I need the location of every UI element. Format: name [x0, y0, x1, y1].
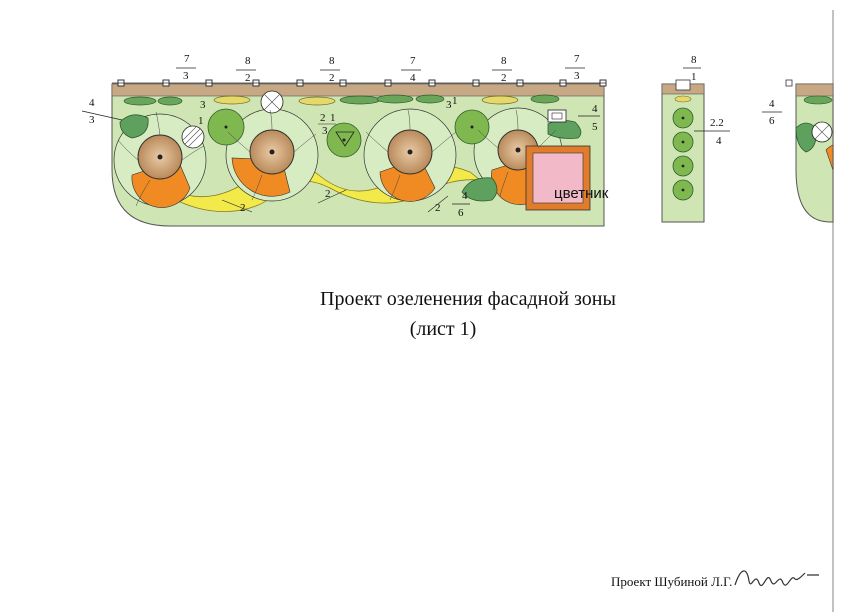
- label-4s: 4: [462, 190, 468, 202]
- label-1m: 1: [330, 112, 336, 124]
- tree-3: [363, 108, 457, 202]
- label-22: 2.2: [710, 117, 724, 129]
- label-2n: 2: [320, 112, 326, 124]
- plan-labels: 7 3 8 2 8 2 7 4 8 2 7 3 4 3 3 1 2 1 3 3 …: [81, 53, 782, 219]
- label-8d: 8: [691, 54, 697, 66]
- label-7c: 7: [574, 53, 580, 65]
- label-6s: 6: [458, 207, 464, 219]
- narrow-bed: [661, 79, 705, 223]
- label-3m: 3: [322, 125, 328, 137]
- label-2a: 2: [245, 72, 251, 84]
- label-6e: 6: [769, 115, 775, 127]
- label-3c: 3: [574, 70, 580, 82]
- label-5r: 5: [592, 121, 598, 133]
- label-4e: 4: [769, 98, 775, 110]
- label-7a: 7: [184, 53, 190, 65]
- signature: [734, 570, 819, 586]
- label-8a: 8: [245, 55, 251, 67]
- label-path-2: 2: [325, 188, 331, 200]
- label-4r: 4: [592, 103, 598, 115]
- flowerbed-label: цветник: [554, 185, 609, 202]
- label-1k: 1: [452, 95, 458, 107]
- label-3n: 3: [200, 99, 206, 111]
- label-7b: 7: [410, 55, 416, 67]
- label-8c: 8: [501, 55, 507, 67]
- main-bed: [111, 79, 607, 227]
- label-1d: 1: [691, 71, 697, 83]
- label-3left: 3: [89, 114, 95, 126]
- page-subtitle: (лист 1): [409, 318, 477, 340]
- label-8b: 8: [329, 55, 335, 67]
- label-4left: 4: [89, 97, 95, 109]
- label-3k: 3: [446, 99, 452, 111]
- flowerbed: [525, 145, 591, 211]
- right-bed-partial: [785, 79, 834, 223]
- page-title: Проект озеленения фасадной зоны: [320, 288, 616, 310]
- label-3a: 3: [183, 70, 189, 82]
- label-1n: 1: [198, 115, 204, 127]
- label-4b: 4: [410, 72, 416, 84]
- label-2c: 2: [501, 72, 507, 84]
- author-caption: Проект Шубиной Л.Г.: [611, 574, 733, 589]
- label-2b: 2: [329, 72, 335, 84]
- label-path-3: 2: [435, 202, 441, 214]
- label-4d: 4: [716, 135, 722, 147]
